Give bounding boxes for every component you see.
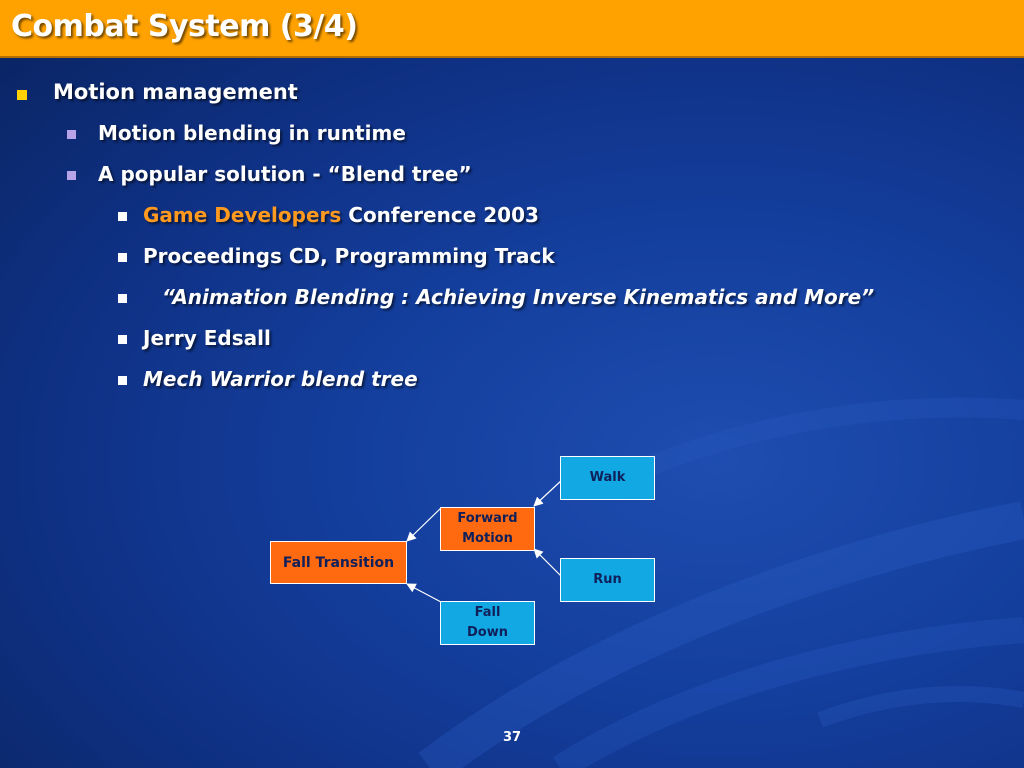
node-fall-transition-label: Fall Transition <box>282 554 395 571</box>
level3-bullet-icon <box>118 294 127 303</box>
arrow-walk-to-forward <box>533 478 564 507</box>
node-fall-transition: Fall Transition <box>270 541 407 584</box>
gdc-highlight-text: Game Developers <box>143 203 342 227</box>
node-run: Run <box>560 558 655 602</box>
level2-bullet-icon <box>67 171 76 180</box>
node-forward-motion: Forward Motion <box>440 507 535 551</box>
node-forward-motion-line2: Motion <box>462 531 513 546</box>
level1-bullet-icon <box>17 90 27 100</box>
node-forward-motion-line1: Forward <box>457 511 518 526</box>
bullet-motion-management: Motion management <box>53 80 298 104</box>
slide-title-bar: Combat System (3/4) <box>0 0 1024 58</box>
node-fall-down-line2: Down <box>467 625 508 640</box>
bullet-popular-solution: A popular solution - “Blend tree” <box>98 162 472 186</box>
arrow-run-to-forward <box>533 548 564 579</box>
arrow-falldown-to-fall-transition <box>406 583 442 603</box>
node-walk-label: Walk <box>589 470 626 485</box>
level3-bullet-icon <box>118 335 127 344</box>
bullet-proceedings: Proceedings CD, Programming Track <box>143 244 555 268</box>
bullet-gdc: Game Developers Conference 2003 <box>143 203 539 227</box>
level3-bullet-icon <box>118 253 127 262</box>
level3-bullet-icon <box>118 376 127 385</box>
bullet-mech-warrior: Mech Warrior blend tree <box>143 367 418 391</box>
paper-open-quote: “ <box>162 285 173 309</box>
level2-bullet-icon <box>67 130 76 139</box>
bullet-author: Jerry Edsall <box>143 326 271 350</box>
arrow-forward-to-fall-transition <box>406 507 442 542</box>
node-fall-down-line1: Fall <box>474 605 501 620</box>
level3-bullet-icon <box>118 212 127 221</box>
node-fall-down: Fall Down <box>440 601 535 645</box>
node-walk: Walk <box>560 456 655 500</box>
slide-page-number: 37 <box>502 730 522 745</box>
gdc-rest-text: Conference 2003 <box>341 203 539 227</box>
bullet-paper-title: “Animation Blending : Achieving Inverse … <box>162 285 874 309</box>
paper-title-text: Animation Blending : Achieving Inverse K… <box>172 285 875 309</box>
node-run-label: Run <box>593 572 622 587</box>
slide-title: Combat System (3/4) <box>11 9 358 44</box>
bullet-motion-blending: Motion blending in runtime <box>98 121 406 145</box>
